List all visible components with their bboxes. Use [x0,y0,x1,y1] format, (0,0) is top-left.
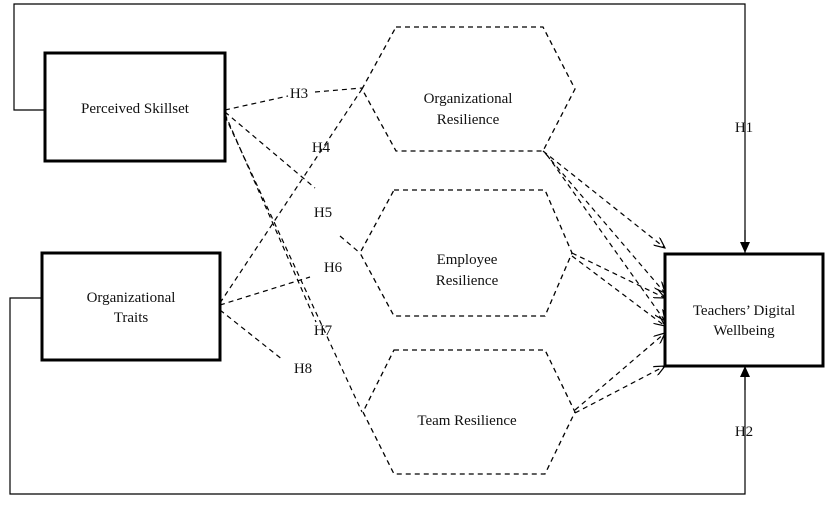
teachers-digital-wellbeing-label-line1: Teachers’ Digital [693,303,795,319]
hypothesis-h8-label: H8 [294,361,312,377]
arrow-org-resilience-b [544,152,665,293]
perceived-skillset-box [43,51,227,163]
hypothesis-h5-label: H5 [314,205,332,221]
perceived-skillset-label: Perceived Skillset [81,101,190,117]
arrow-team-resilience-a [574,333,665,411]
path-h7 [224,113,317,323]
hypothesis-h4-label: H4 [312,140,331,156]
employee-resilience-label-line1: Employee [437,252,498,268]
employee-resilience-hexagon [359,189,573,317]
path-traits-to-org-resilience [219,88,363,304]
hypothesis-h7-label: H7 [314,323,333,339]
arrow-team-resilience-b [574,366,665,414]
teachers-digital-wellbeing-label-line2: Wellbeing [713,323,775,339]
path-h8 [224,115,363,413]
employee-resilience-label-line2: Resilience [436,273,499,289]
organizational-resilience-label-line1: Organizational [424,91,513,107]
hypothesis-h2-label: H2 [735,424,753,440]
hypothesis-h1-label: H1 [735,120,753,136]
team-resilience-label: Team Resilience [417,413,517,429]
organizational-traits-label-line1: Organizational [87,290,176,306]
organizational-traits-label-line2: Traits [114,310,149,326]
path-h6 [219,276,311,306]
arrow-org-resilience-a [542,150,665,248]
frame-bottom-connector [9,297,746,495]
arrow-emp-resilience-b [571,255,665,326]
path-h5 [339,235,361,254]
arrow-org-resilience-c [546,154,665,321]
teachers-digital-wellbeing-box [663,252,825,368]
hypothesis-h6-label: H6 [324,260,343,276]
path-h3 [224,87,363,111]
path-h4 [224,111,316,189]
frame-top-connector [13,3,746,250]
team-resilience-hexagon [362,349,576,475]
hypothesis-h3-label: H3 [290,86,308,102]
path-h8-traits [219,309,284,361]
organizational-resilience-hexagon [361,26,576,152]
organizational-traits-box [40,251,222,362]
organizational-resilience-label-line2: Resilience [437,112,500,128]
